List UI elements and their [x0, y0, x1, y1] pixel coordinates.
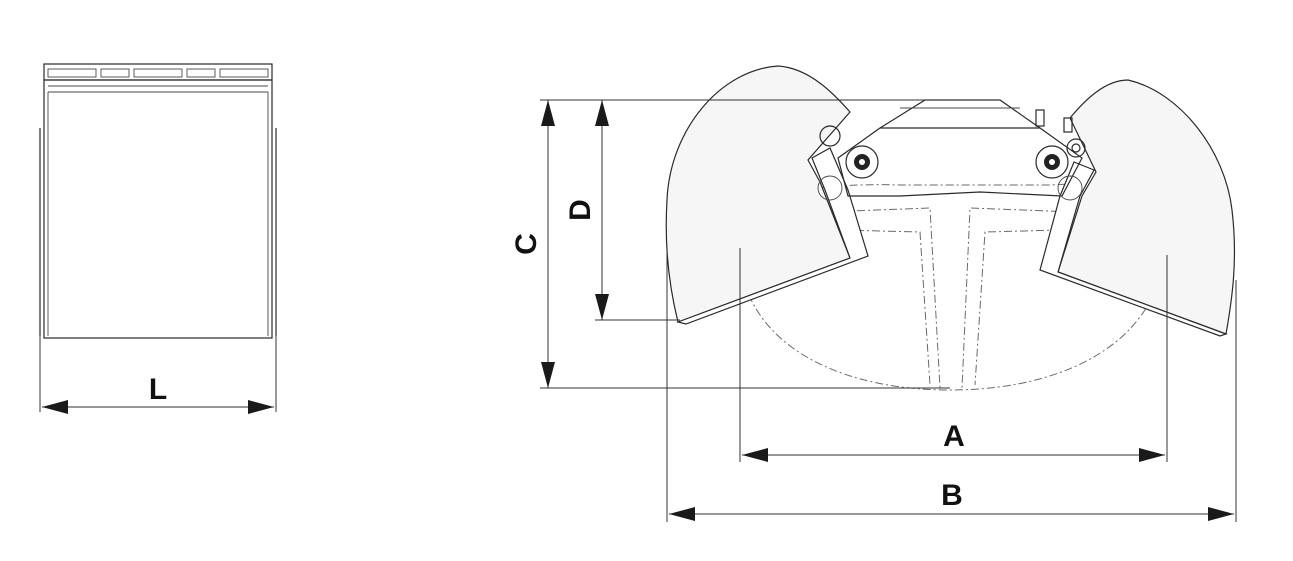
side-view-body [43, 79, 273, 339]
left-shell [665, 65, 851, 323]
side-view-slot [133, 68, 183, 78]
arrowhead [1139, 448, 1165, 462]
arrowhead [669, 507, 695, 521]
pivot-bolt [1066, 138, 1086, 158]
arrowhead [1208, 507, 1234, 521]
arrowhead [742, 448, 768, 462]
closed-position-outline [738, 183, 1166, 391]
fitting-icon [1035, 109, 1045, 127]
right-pivot [1035, 109, 1086, 201]
left-pivot [817, 125, 879, 201]
front-view: C D A B [510, 65, 1237, 522]
right-arm [1039, 161, 1228, 337]
left-arm [675, 147, 869, 325]
dimension-label-l: L [149, 373, 167, 406]
pivot-bolt-inner [1071, 143, 1081, 153]
arrowhead [595, 100, 609, 126]
central-head [837, 127, 1083, 197]
closed-position-shell-line [974, 229, 1061, 386]
dimension-label-a: A [943, 420, 965, 453]
arrowhead [248, 400, 274, 414]
closed-position-shell-line [839, 229, 931, 386]
dimension-label-c: C [510, 233, 543, 255]
side-view-slot [219, 68, 269, 78]
closed-position-shell-line [824, 207, 941, 389]
arrowhead [595, 294, 609, 320]
fitting-icon [1063, 117, 1073, 133]
dimension-label-d: D [564, 199, 597, 221]
top-bracket [879, 99, 1041, 129]
arrowhead [541, 362, 555, 388]
pivot-ghost [817, 175, 843, 201]
closed-position-shell-line [961, 207, 1076, 389]
pivot-knob [819, 125, 841, 147]
pivot-housing [845, 145, 879, 179]
side-view: L [39, 63, 277, 414]
side-view-slot [100, 68, 130, 78]
dimension-label-b: B [941, 479, 963, 512]
pivot-ghost [1057, 175, 1083, 201]
right-shell [1057, 79, 1236, 335]
side-view-slot [47, 68, 97, 78]
side-view-top-band [43, 63, 273, 81]
pivot-pin-center [1049, 159, 1055, 165]
arrowhead [541, 100, 555, 126]
pivot-housing [1035, 145, 1069, 179]
arrowhead [42, 400, 68, 414]
pivot-pin-center [859, 159, 865, 165]
side-view-slot [186, 68, 216, 78]
